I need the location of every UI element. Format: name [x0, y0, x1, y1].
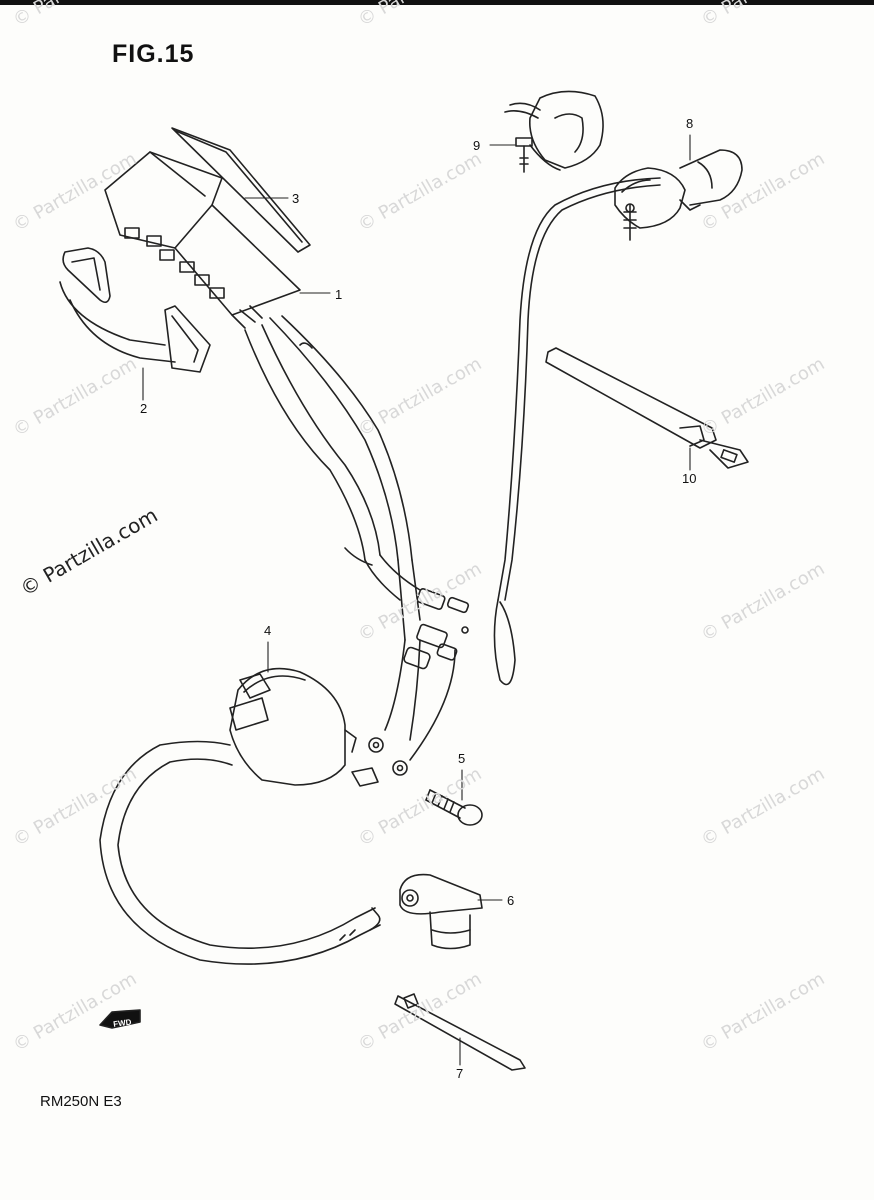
fwd-arrow: [99, 1009, 141, 1029]
harness-connectors: [384, 588, 470, 761]
part-6-plug-cap: [399, 873, 483, 950]
main-wire-harness: [244, 315, 421, 641]
part-3-cover-plate: [171, 127, 311, 253]
callout-numbers: 1 2 3 4 5 6 7 8 9 10 FWD: [113, 116, 697, 1081]
leader-lines: [142, 134, 691, 1066]
callout-9: 9: [473, 138, 480, 153]
callout-1: 1: [335, 287, 342, 302]
part-2-rubber-strap: [59, 247, 211, 373]
callout-5: 5: [458, 751, 465, 766]
part-4-ignition-coil: [99, 667, 381, 965]
callout-8: 8: [686, 116, 693, 131]
callout-2: 2: [140, 401, 147, 416]
part-9-kill-switch: [504, 90, 604, 173]
part-1-cdi-unit: [104, 151, 301, 329]
callout-4: 4: [264, 623, 271, 638]
ground-terminals: [351, 737, 408, 787]
callout-3: 3: [292, 191, 299, 206]
callout-6: 6: [507, 893, 514, 908]
fwd-label: FWD: [113, 1017, 133, 1028]
callout-10: 10: [682, 471, 696, 486]
part-5-bolt: [425, 789, 483, 826]
model-label: RM250N E3: [40, 1093, 122, 1110]
kill-switch-lead: [493, 177, 661, 686]
part-10-strap-band: [545, 347, 749, 469]
callout-7: 7: [456, 1066, 463, 1081]
figure-title: FIG.15: [112, 40, 195, 68]
part-7-cable-tie: [394, 993, 526, 1071]
part-8-clamp-switch: [614, 149, 743, 241]
scan-top-border: [0, 0, 874, 5]
